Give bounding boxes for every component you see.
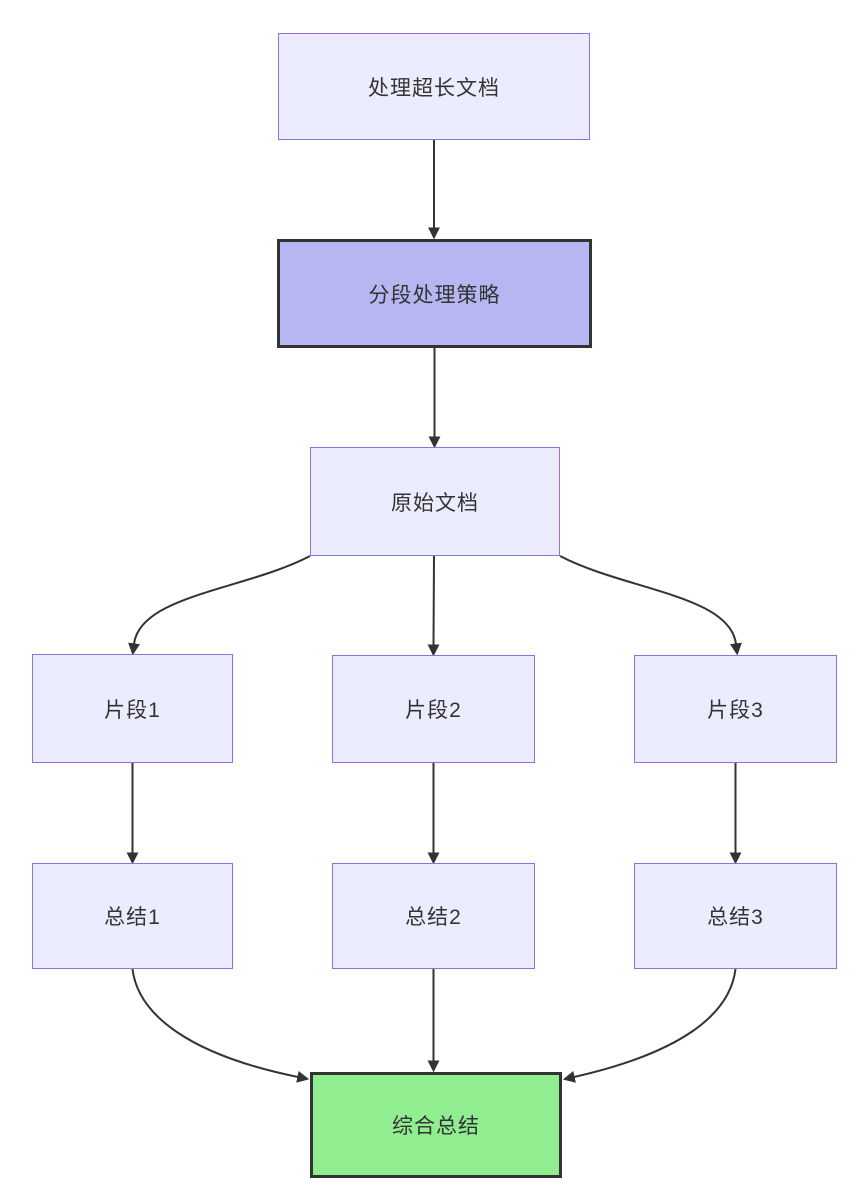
node-summary-2: 总结2 [332, 863, 535, 969]
node-fragment-3: 片段3 [634, 655, 837, 763]
node-label: 总结2 [405, 906, 462, 929]
edge-C-D2 [427, 555, 440, 657]
edge-C-D1 [128, 555, 311, 656]
node-fragment-2: 片段2 [332, 655, 535, 763]
node-label: 片段2 [405, 699, 462, 722]
node-final-summary: 综合总结 [310, 1072, 562, 1178]
node-segmented-processing-strategy: 分段处理策略 [277, 239, 592, 348]
node-label: 综合总结 [392, 1115, 480, 1138]
node-process-long-document: 处理超长文档 [278, 33, 590, 140]
node-summary-3: 总结3 [634, 863, 837, 969]
node-label: 原始文档 [391, 491, 479, 515]
node-label: 总结1 [104, 906, 161, 929]
edge-E1-F [131, 968, 310, 1083]
node-label: 处理超长文档 [368, 76, 500, 100]
node-label: 片段3 [707, 699, 764, 722]
edge-C-D3 [559, 555, 742, 656]
edge-E3-F [562, 968, 737, 1083]
node-label: 片段1 [104, 698, 161, 722]
node-label: 总结3 [707, 906, 764, 929]
node-label: 分段处理策略 [368, 283, 501, 307]
node-original-document: 原始文档 [310, 447, 560, 556]
node-fragment-1: 片段1 [32, 654, 233, 763]
node-summary-1: 总结1 [32, 863, 233, 969]
